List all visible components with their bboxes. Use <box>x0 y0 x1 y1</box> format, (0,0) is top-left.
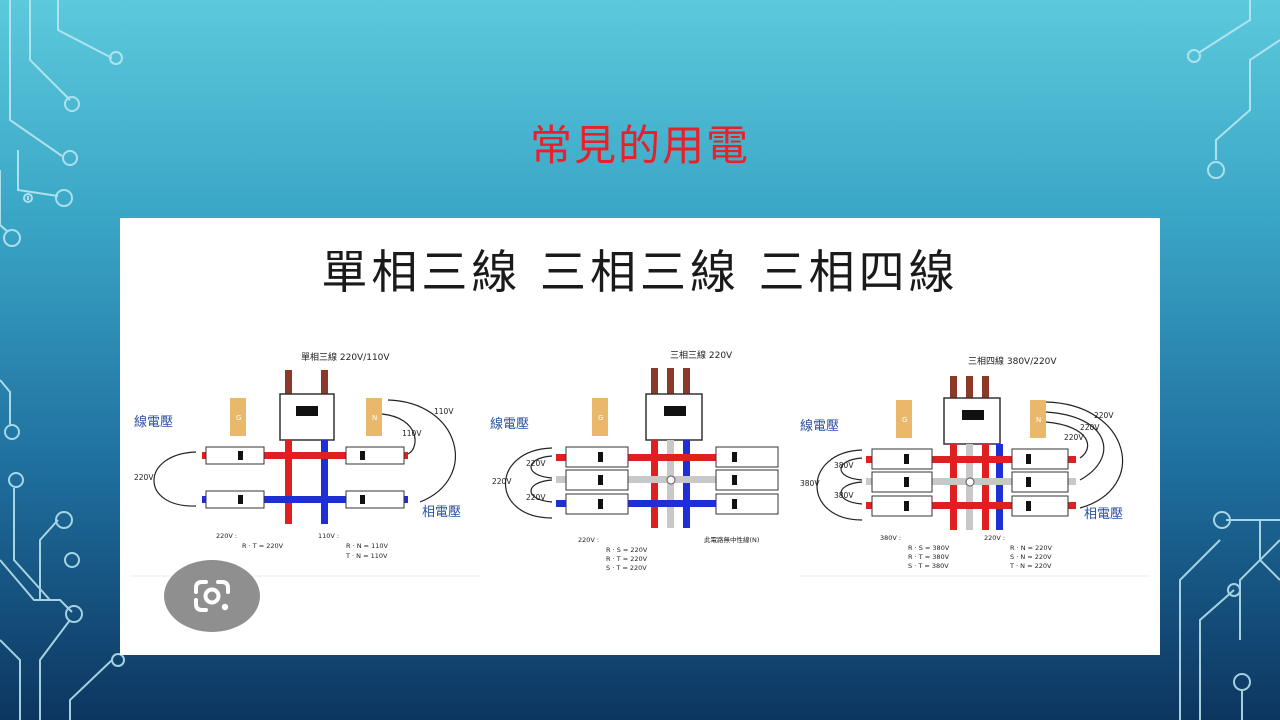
svg-text:R · T = 380V: R · T = 380V <box>908 553 950 561</box>
diagram-heading: 單相三線 三相三線 三相四線 <box>321 245 959 299</box>
phase-voltage-label: 相電壓 <box>422 505 461 520</box>
svg-text:220V: 220V <box>1094 411 1114 420</box>
svg-text:380V: 380V <box>834 461 854 470</box>
svg-text:G: G <box>236 414 241 422</box>
panel3-title: 三相四線 380V/220V <box>968 355 1057 367</box>
svg-text:220V :: 220V : <box>578 536 599 544</box>
panel1-title: 單相三線 220V/110V <box>301 351 390 363</box>
line-voltage-label: 線電壓 <box>134 414 173 430</box>
svg-text:R · T = 220V: R · T = 220V <box>242 542 284 550</box>
no-neutral-note: 此電路無中性線(N) <box>704 535 759 544</box>
svg-text:110V :: 110V : <box>318 532 339 540</box>
panel-single-phase-three-wire: 單相三線 220V/110V G N <box>130 351 480 577</box>
svg-text:380V: 380V <box>800 479 820 488</box>
svg-text:110V: 110V <box>402 429 422 438</box>
meter <box>943 397 1001 445</box>
svg-text:G: G <box>902 416 907 424</box>
svg-text:G: G <box>598 414 603 422</box>
meter <box>279 393 335 441</box>
meter <box>645 393 703 441</box>
panel2-title: 三相三線 220V <box>670 349 733 361</box>
breaker-tag <box>366 398 382 436</box>
panel-three-phase-four-wire: 三相四線 380V/220V G N <box>800 355 1150 577</box>
svg-text:220V: 220V <box>492 477 512 486</box>
google-lens-icon <box>194 580 230 612</box>
svg-text:R · S = 380V: R · S = 380V <box>908 544 950 552</box>
line-voltage-label: 線電壓 <box>490 416 529 432</box>
wiring-diagram-image: 單相三線 三相三線 三相四線 單相三線 220V/110V G N <box>120 218 1160 655</box>
svg-text:S · T = 380V: S · T = 380V <box>908 562 949 570</box>
svg-text:220V: 220V <box>1064 433 1084 442</box>
slide-title: 常見的用電 <box>529 121 750 170</box>
line-voltage-label: 線電壓 <box>800 418 839 434</box>
svg-text:N: N <box>1036 416 1041 424</box>
panel-three-phase-three-wire: 三相三線 220V G <box>490 349 779 572</box>
svg-text:S · N = 220V: S · N = 220V <box>1010 553 1052 561</box>
svg-text:110V: 110V <box>434 407 454 416</box>
svg-text:R · S = 220V: R · S = 220V <box>606 546 648 554</box>
svg-text:R · N = 220V: R · N = 220V <box>1010 544 1053 552</box>
breaker-tag <box>592 398 608 436</box>
svg-text:220V :: 220V : <box>216 532 237 540</box>
svg-text:N: N <box>372 414 377 422</box>
svg-text:220V :: 220V : <box>984 534 1005 542</box>
svg-text:R · N = 110V: R · N = 110V <box>346 542 389 550</box>
svg-text:R · T = 220V: R · T = 220V <box>606 555 648 563</box>
svg-text:220V: 220V <box>526 459 546 468</box>
wiring-diagram: 單相三線 220V/110V G N <box>130 349 1150 577</box>
svg-text:S · T = 220V: S · T = 220V <box>606 564 647 572</box>
breaker-tag <box>230 398 246 436</box>
circuit-decoration-left <box>0 0 125 720</box>
lens-search-button[interactable] <box>164 560 260 632</box>
svg-text:380V :: 380V : <box>880 534 901 542</box>
svg-text:220V: 220V <box>526 493 546 502</box>
circuit-decoration-right <box>1179 0 1280 720</box>
breaker-tag <box>1030 400 1046 438</box>
svg-text:380V: 380V <box>834 491 854 500</box>
breaker-tag <box>896 400 912 438</box>
svg-text:220V: 220V <box>134 473 154 482</box>
svg-text:T · N = 110V: T · N = 110V <box>345 552 388 560</box>
svg-text:T · N = 220V: T · N = 220V <box>1009 562 1052 570</box>
svg-text:220V: 220V <box>1080 423 1100 432</box>
phase-voltage-label: 相電壓 <box>1084 507 1123 522</box>
